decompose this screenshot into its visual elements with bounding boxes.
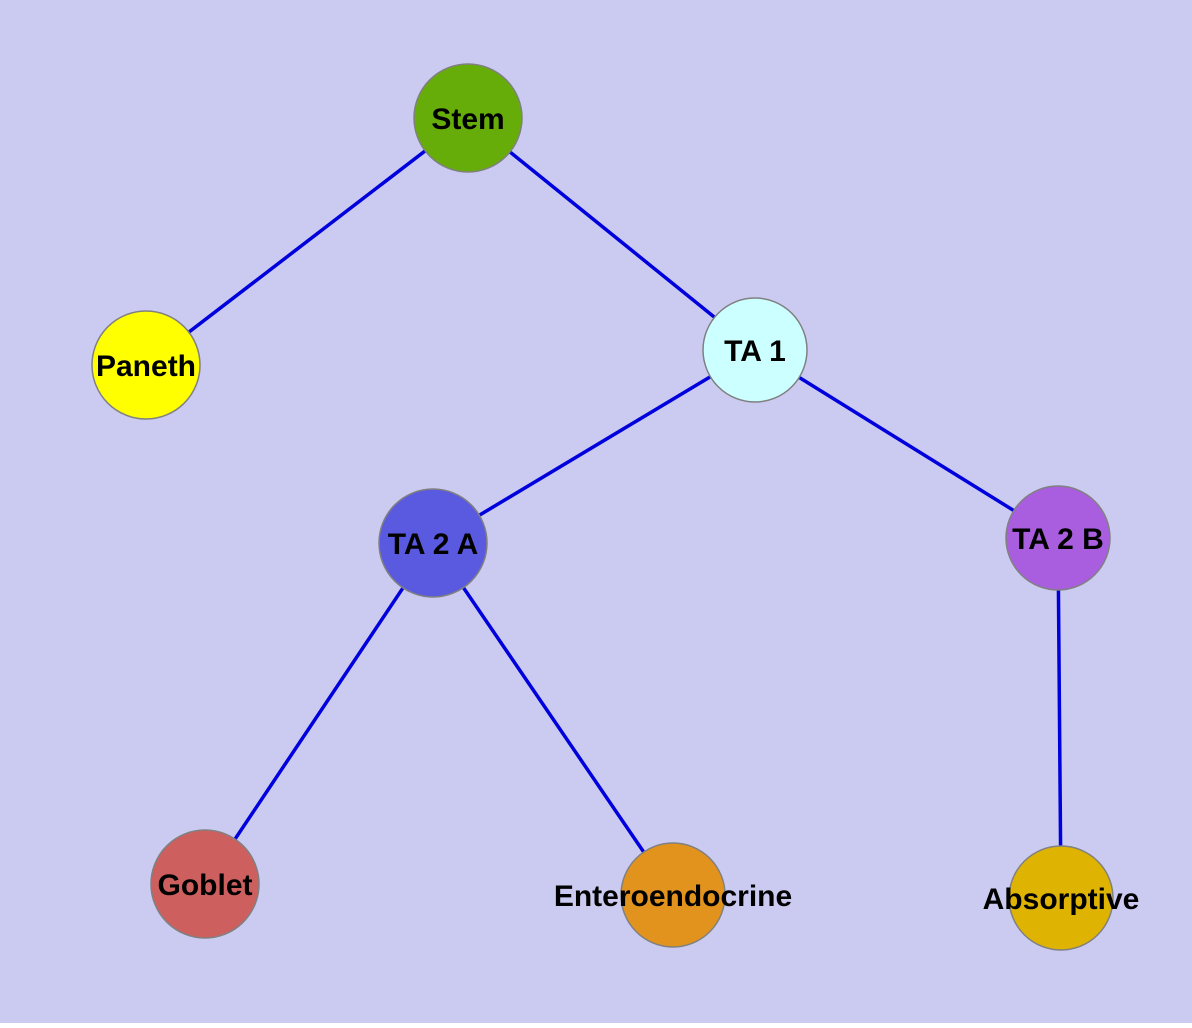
edge-ta1-ta2b[interactable] xyxy=(754,348,1059,540)
node-ta2a[interactable]: TA 2 A xyxy=(378,488,488,598)
node-enteroendocrine[interactable]: Enteroendocrine xyxy=(554,842,792,948)
node-circle-ta2b[interactable] xyxy=(1005,485,1111,591)
node-stem[interactable]: Stem xyxy=(413,63,523,173)
node-absorptive[interactable]: Absorptive xyxy=(983,845,1140,951)
edge-ta2b-absorptive[interactable] xyxy=(1056,537,1063,899)
node-circle-absorptive[interactable] xyxy=(1008,845,1114,951)
node-circle-paneth[interactable] xyxy=(91,310,201,420)
node-circle-ta2a[interactable] xyxy=(378,488,488,598)
node-circle-enteroendocrine[interactable] xyxy=(620,842,726,948)
edge-stem-ta1[interactable] xyxy=(466,116,757,352)
edges-layer xyxy=(144,116,1063,899)
edge-ta1-ta2a[interactable] xyxy=(432,348,756,545)
edge-ta2a-goblet[interactable] xyxy=(203,542,435,885)
node-circle-ta1[interactable] xyxy=(702,297,808,403)
node-ta1[interactable]: TA 1 xyxy=(702,297,808,403)
node-goblet[interactable]: Goblet xyxy=(150,829,260,939)
edge-ta2a-enteroendocrine[interactable] xyxy=(431,542,675,896)
node-paneth[interactable]: Paneth xyxy=(91,310,201,420)
edge-stem-paneth[interactable] xyxy=(144,116,470,367)
node-circle-stem[interactable] xyxy=(413,63,523,173)
node-ta2b[interactable]: TA 2 B xyxy=(1005,485,1111,591)
node-circle-goblet[interactable] xyxy=(150,829,260,939)
